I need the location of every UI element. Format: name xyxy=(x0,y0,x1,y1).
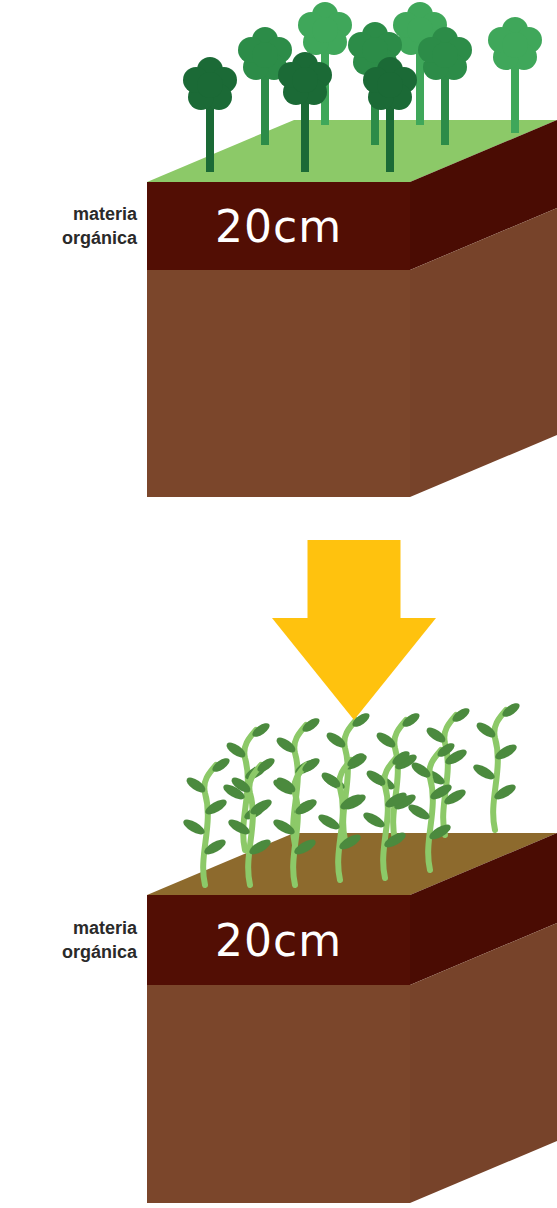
layer-depth: 20cm xyxy=(147,895,410,985)
soil-side xyxy=(410,923,557,1203)
soil-side xyxy=(410,208,557,497)
arrow-head xyxy=(272,618,436,720)
crop-soil-block xyxy=(147,833,557,1203)
layer-label: materia orgánica xyxy=(49,202,137,250)
crop-plants xyxy=(181,701,522,885)
transformation-arrow xyxy=(272,270,436,895)
soil-front xyxy=(147,270,410,497)
layer-label: materia orgánica xyxy=(49,916,137,964)
forest-trees xyxy=(183,2,542,172)
layer-depth: 20cm xyxy=(147,182,410,270)
soil-front xyxy=(147,985,410,1203)
organic-matter-layer: materia orgánica20cm xyxy=(147,895,410,985)
arrow-shaft xyxy=(308,270,401,895)
organic-matter-layer: materia orgánica20cm xyxy=(147,182,410,270)
forest-soil-block xyxy=(147,120,557,497)
